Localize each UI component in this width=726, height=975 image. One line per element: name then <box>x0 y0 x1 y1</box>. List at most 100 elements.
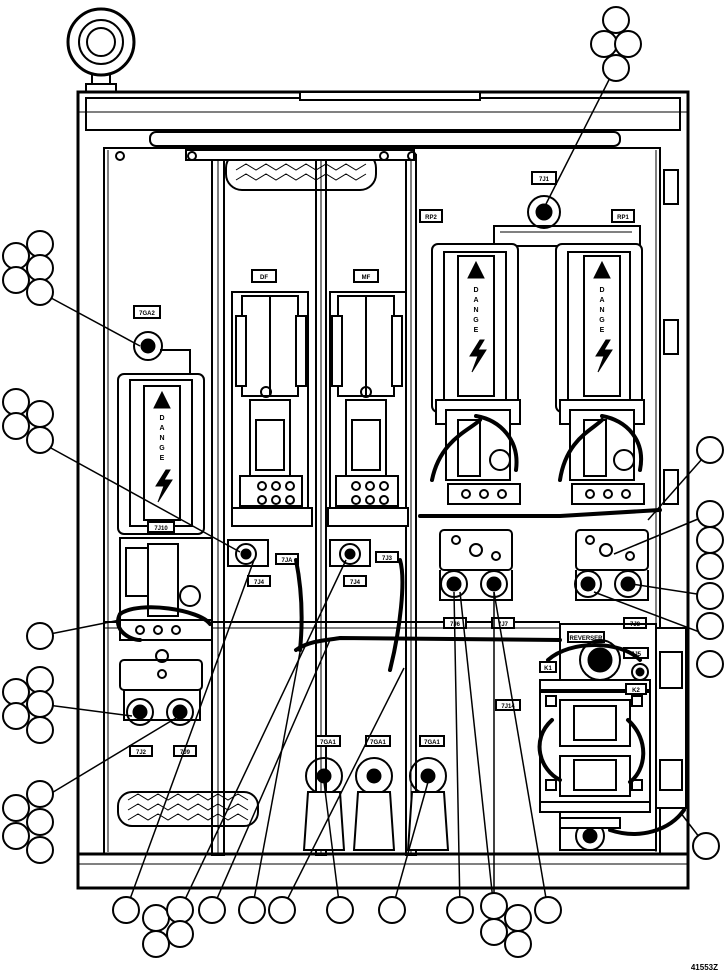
callout-circle <box>534 896 562 924</box>
callout-circle <box>2 242 30 270</box>
callout-circle <box>480 892 508 920</box>
terminal-7j4-label-b: 7J4 <box>350 580 361 586</box>
ground-7ga1-label-a: 7GA1 <box>320 740 336 746</box>
lightning-icon <box>155 469 173 503</box>
callout-circle <box>696 582 724 610</box>
callout-circle <box>26 230 54 258</box>
danger-letter: G <box>599 317 605 324</box>
vent-grille-bottom <box>117 791 259 827</box>
terminal-7j7-label: 7J7 <box>498 622 509 628</box>
danger-letter: D <box>473 287 478 294</box>
fuse-holder-df: DF <box>231 269 313 527</box>
callout-circle <box>696 526 724 554</box>
danger-letter: N <box>159 435 164 442</box>
callout-circle <box>696 436 724 464</box>
callout-circle <box>326 896 354 924</box>
callout-circle <box>26 690 54 718</box>
ground-7ga1-label-c: 7GA1 <box>424 740 440 746</box>
terminal-7ja-label: 7JA <box>281 558 293 564</box>
fuse-mf-label: MF <box>362 275 371 281</box>
callout-circle <box>26 622 54 650</box>
callout-circle <box>378 896 406 924</box>
terminal-7j3-label: 7J3 <box>382 556 393 562</box>
terminal-7j14-label: 7J14 <box>501 704 515 710</box>
lifting-eye <box>66 7 136 93</box>
danger-letter: N <box>473 307 478 314</box>
callout-circle <box>142 930 170 958</box>
callout-circle <box>2 266 30 294</box>
callout-circle <box>696 650 724 678</box>
callout-circle <box>26 426 54 454</box>
callout-circle <box>26 254 54 282</box>
terminal-block-right-a: 7J6 7J7 <box>439 529 515 629</box>
mounting-channels <box>115 149 417 856</box>
bus-bar-top: 7J1 RP1 <box>493 171 641 247</box>
callout-circle <box>26 836 54 864</box>
terminal-7j1-label: 7J1 <box>539 177 550 183</box>
terminal-block-left-lower: 7J2 7J9 <box>119 649 203 757</box>
ground-stud-1: 7GA1 <box>302 735 346 851</box>
callout-circle <box>166 920 194 948</box>
ground-stud-2: 7GA1 <box>352 735 396 851</box>
k2-label: K2 <box>632 688 640 694</box>
danger-letter: E <box>600 327 605 334</box>
terminal-7j4-label-a: 7J4 <box>254 580 265 586</box>
danger-letter: A <box>473 297 478 304</box>
callout-circle <box>166 896 194 924</box>
fuse-block-rp2: D A N G E <box>431 243 521 505</box>
danger-letter: A <box>599 297 604 304</box>
callout-circle <box>26 278 54 306</box>
callout-circle <box>602 54 630 82</box>
callout-circle <box>2 702 30 730</box>
callout-circle <box>614 30 642 58</box>
callout-circle <box>2 412 30 440</box>
enclosure <box>76 90 690 890</box>
callout-circle <box>504 930 532 958</box>
terminal-7j9-label: 7J9 <box>180 750 191 756</box>
lightning-icon <box>595 339 613 373</box>
callout-circle <box>2 822 30 850</box>
reverser-assembly: REVERSER K1 7J5 K2 <box>537 623 687 851</box>
callout-circle <box>2 388 30 416</box>
callout-circle <box>692 832 720 860</box>
terminal-7ga2-label: 7GA2 <box>139 311 155 317</box>
callout-circle <box>602 6 630 34</box>
callout-circle <box>696 552 724 580</box>
callout-circle <box>446 896 474 924</box>
callout-circle <box>480 918 508 946</box>
callout-circle <box>696 612 724 640</box>
danger-letter: G <box>473 317 479 324</box>
rp2-tag <box>419 209 443 223</box>
ground-stud-3: 7GA1 <box>406 735 450 851</box>
terminal-7j2-label: 7J2 <box>136 750 147 756</box>
figure-id: 41553Z <box>691 963 718 972</box>
danger-letter: N <box>599 307 604 314</box>
fuse-holder-mf: MF <box>327 269 409 527</box>
danger-letter: G <box>159 445 165 452</box>
callout-circle <box>2 678 30 706</box>
callout-circle <box>238 896 266 924</box>
callout-circle <box>26 808 54 836</box>
fuse-block-left: 7GA2 D A N G E 7J10 <box>117 305 213 641</box>
fuse-df-label: DF <box>260 275 268 281</box>
terminal-7j10-label: 7J10 <box>154 526 168 532</box>
callout-circle <box>198 896 226 924</box>
danger-letter: D <box>599 287 604 294</box>
callout-circle <box>142 904 170 932</box>
callout-circle <box>26 400 54 428</box>
terminal-block-center: 7J4 7JA 7J4 7J3 <box>227 539 399 587</box>
leader-lines <box>39 65 711 911</box>
callout-circle <box>504 904 532 932</box>
danger-letter: D <box>159 415 164 422</box>
callout-circle <box>590 30 618 58</box>
fuse-block-rp1: D A N G E <box>555 243 645 505</box>
danger-letter: E <box>160 455 165 462</box>
callout-circle <box>696 500 724 528</box>
callout-circle <box>26 780 54 808</box>
callout-circle <box>26 666 54 694</box>
wiring-harness <box>116 414 662 672</box>
danger-letter: E <box>474 327 479 334</box>
fuse-rp2-label: RP2 <box>425 215 437 221</box>
danger-letter: A <box>159 425 164 432</box>
